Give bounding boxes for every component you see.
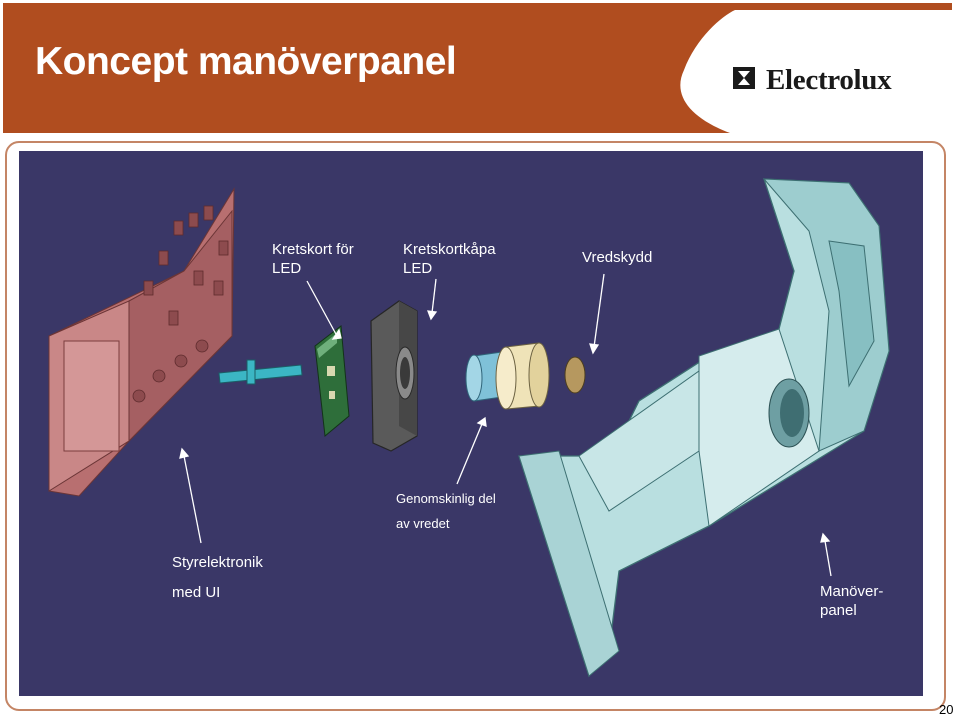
shaft-part <box>218 359 303 385</box>
exploded-view-illustration <box>48 178 890 678</box>
label-control-panel: Manöver- panel <box>820 582 883 620</box>
label-led-cover: Kretskortkåpa LED <box>403 240 496 278</box>
label-control-electronics-line2: med UI <box>172 584 221 601</box>
control-panel-part <box>518 178 890 678</box>
led-cover-part <box>370 300 418 452</box>
label-led-pcb: Kretskort för LED <box>272 240 354 278</box>
electrolux-logo-icon <box>733 67 755 89</box>
exploded-view-stage: Kretskort för LED Kretskortkåpa LED Vred… <box>19 151 923 696</box>
label-control-panel-line2: panel <box>820 602 857 619</box>
label-control-electronics: Styrelektronik med UI <box>172 548 263 608</box>
label-led-cover-line2: LED <box>403 260 433 277</box>
knob-guard-part <box>564 356 586 394</box>
led-pcb-part <box>314 325 350 437</box>
label-control-electronics-line1: Styrelektronik <box>172 554 263 571</box>
label-led-pcb-line1: Kretskort för <box>272 241 354 258</box>
control-electronics-part <box>48 187 235 497</box>
label-transparent-knob-line1: Genomskinlig del <box>396 491 496 506</box>
logo-badge <box>680 10 952 133</box>
brand-name: Electrolux <box>766 64 892 96</box>
label-knob-guard: Vredskydd <box>582 249 653 266</box>
label-transparent-knob: Genomskinlig del av vredet <box>396 486 496 536</box>
label-control-panel-line1: Manöver- <box>820 583 884 600</box>
slide-title: Koncept manöverpanel <box>35 40 457 83</box>
transparent-knob-part <box>465 342 550 410</box>
page-number: 20 <box>939 702 954 717</box>
label-led-pcb-line2: LED <box>272 260 302 277</box>
label-led-cover-line1: Kretskortkåpa <box>403 241 496 258</box>
label-transparent-knob-line2: av vredet <box>396 516 450 531</box>
callout-arrows <box>179 273 832 577</box>
